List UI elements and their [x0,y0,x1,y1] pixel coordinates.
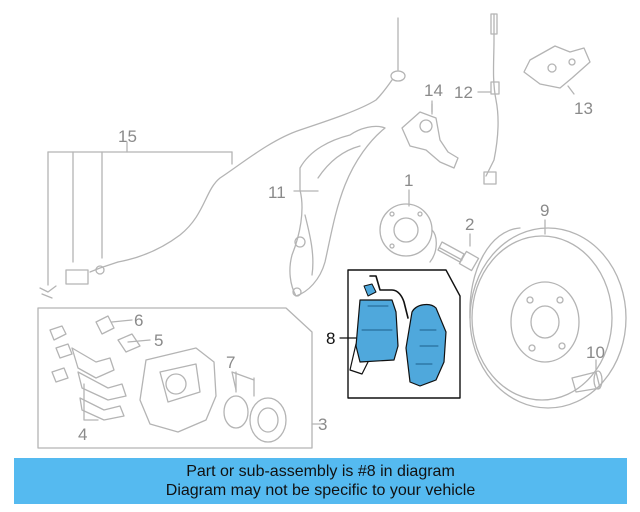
callout-14[interactable]: 14 [424,81,443,100]
info-banner: Part or sub-assembly is #8 in diagram Di… [14,458,627,504]
callout-10[interactable]: 10 [586,343,605,362]
callout-13[interactable]: 13 [574,99,593,118]
callout-1[interactable]: 1 [404,171,413,190]
callout-15[interactable]: 15 [118,127,137,146]
brake-pad-kit [339,269,461,399]
caliper-parts [49,315,287,443]
sensor-bracket [523,45,591,89]
callout-7[interactable]: 7 [226,353,235,372]
callout-11[interactable]: 11 [268,183,286,202]
caliper-assembly-box [37,307,323,449]
dust-shield [289,125,386,297]
callout-6[interactable]: 6 [134,311,143,330]
callout-2[interactable]: 2 [465,215,474,234]
parts-diagram: 15 11 14 12 13 1 2 9 10 6 5 7 4 3 8 [37,13,627,449]
wheel-hub [379,203,437,263]
banner-line-part-info: Part or sub-assembly is #8 in diagram [186,463,455,480]
abs-sensor-cable [39,17,406,299]
callout-5[interactable]: 5 [154,331,163,350]
sensor-wire [483,13,500,185]
banner-line-disclaimer: Diagram may not be specific to your vehi… [165,482,476,499]
faded-leader-lines [83,85,597,421]
hub-bolt [437,241,480,272]
rotor-screw [571,370,603,393]
callout-8[interactable]: 8 [326,329,335,348]
callout-9[interactable]: 9 [540,201,549,220]
brake-rotor [469,227,627,409]
callout-3[interactable]: 3 [318,415,327,434]
speed-sensor [401,103,459,169]
callout-15-leaders [47,151,233,286]
callout-4[interactable]: 4 [78,425,87,444]
callout-12[interactable]: 12 [454,83,473,102]
